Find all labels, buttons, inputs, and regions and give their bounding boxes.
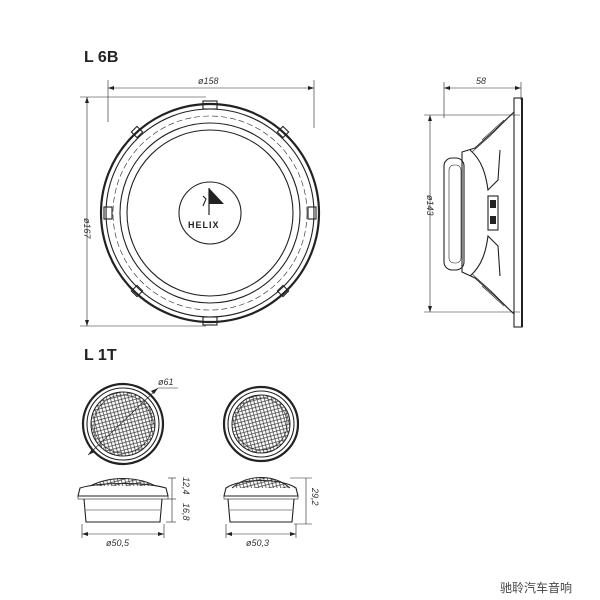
- dim-tweeter-right-base: ø50,3: [246, 538, 269, 548]
- woofer-dust-cap: [178, 181, 242, 245]
- tweeter-right-front: [222, 385, 300, 463]
- tweeter-left-front: ø61: [81, 377, 178, 466]
- helix-logo: HELIX: [188, 188, 224, 230]
- tweeter-left-side: 12,4 16,8 ø50,5: [77, 477, 191, 548]
- dim-woofer-height: ø167: [82, 218, 92, 240]
- tweeter-right-side: 29,2 ø50,3: [223, 477, 320, 548]
- woofer-title: L 6B: [84, 49, 118, 66]
- dim-tweeter-grille: ø61: [158, 377, 174, 387]
- dim-woofer-diameter: ø158: [198, 76, 219, 86]
- dim-tweeter-left-height-a: 12,4: [181, 477, 191, 495]
- watermark: 驰聆汽车音响: [500, 580, 572, 595]
- dim-tweeter-left-height-b: 16,8: [181, 503, 191, 521]
- woofer-side-view: 58 ø143: [424, 76, 523, 328]
- dim-tweeter-left-base: ø50,5: [106, 538, 130, 548]
- dim-tweeter-right-height: 29,2: [310, 487, 320, 506]
- tweeter-title: L 1T: [84, 347, 117, 364]
- dim-woofer-cutout: ø143: [425, 195, 435, 216]
- dim-woofer-depth: 58: [476, 76, 486, 86]
- svg-text:HELIX: HELIX: [188, 220, 220, 230]
- woofer-front-view: ø158 ø167 HELIX: [80, 76, 321, 327]
